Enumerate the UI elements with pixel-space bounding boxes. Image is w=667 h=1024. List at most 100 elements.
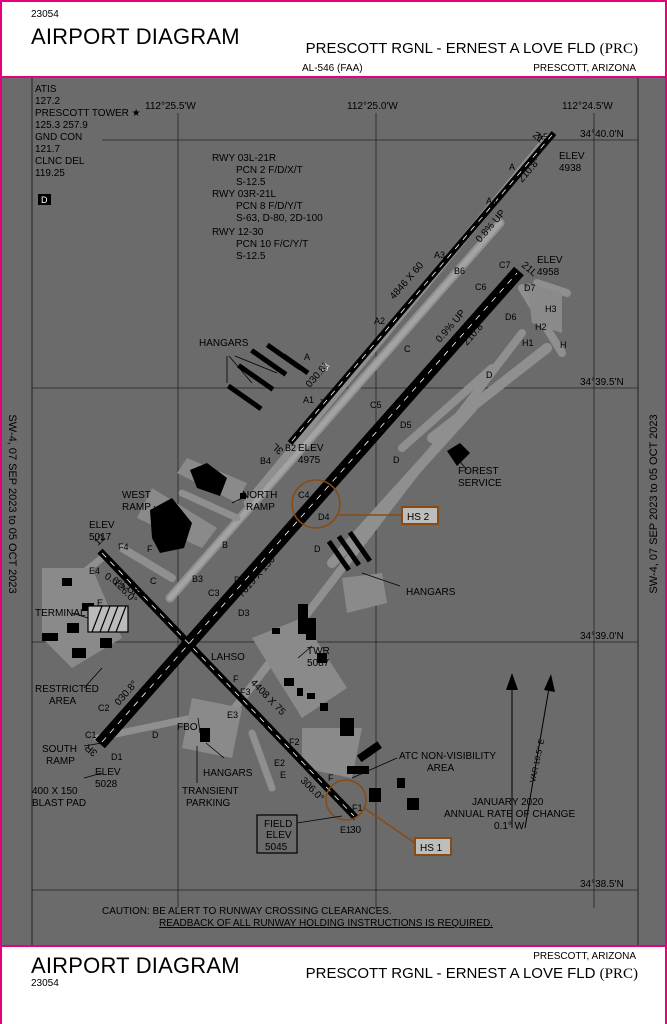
chart-header: 23054 AIRPORT DIAGRAM PRESCOTT RGNL - ER… xyxy=(2,2,665,78)
footer-chart-number: 23054 xyxy=(31,978,59,989)
twy-f2: F2 xyxy=(289,737,300,747)
rwy-30: 30 xyxy=(350,825,362,836)
label-west-ramp-1: WEST xyxy=(122,490,151,501)
twy-c-2: C xyxy=(150,576,157,586)
twy-b: B xyxy=(222,540,228,550)
elev-21l-1: ELEV xyxy=(537,255,563,266)
label-forest-1: FOREST xyxy=(458,466,499,477)
label-atc-2: AREA xyxy=(427,763,455,774)
hs2-label: HS 2 xyxy=(407,512,430,523)
elev-21r-1: ELEV xyxy=(559,151,585,162)
twy-h2: H2 xyxy=(535,322,547,332)
label-restricted-2: AREA xyxy=(49,696,77,707)
twy-c6: C6 xyxy=(475,282,487,292)
airport-diagram-svg: ✩ ATIS 127.2 PRESCOTT TOWER ★ 125.3 257.… xyxy=(31,78,639,945)
rwy-info-8: S-12.5 xyxy=(236,251,266,262)
twy-f: F xyxy=(147,544,153,554)
twy-e1: E1 xyxy=(340,825,351,835)
freq-5: 121.7 xyxy=(35,144,60,155)
elev-21l-2: 4958 xyxy=(537,267,560,278)
rwy-info-2: S-12.5 xyxy=(236,177,266,188)
side-note-left: SW-4, 07 SEP 2023 to 05 OCT 2023 xyxy=(6,414,18,594)
rwy-info-5: S-63, D-80, 2D-100 xyxy=(236,213,323,224)
label-south-ramp-2: RAMP xyxy=(46,756,75,767)
map-text: ATIS 127.2 PRESCOTT TOWER ★ 125.3 257.9 … xyxy=(32,84,624,929)
twy-d: D xyxy=(393,455,400,465)
twy-d-4: D xyxy=(152,730,159,740)
twy-b6: B6 xyxy=(454,266,465,276)
twy-f1: F1 xyxy=(352,803,363,813)
rwy-info-4: PCN 8 F/D/Y/T xyxy=(236,201,303,212)
leader-lines xyxy=(71,355,468,824)
rate-change-3: 0.1° W xyxy=(494,821,525,832)
label-transient-1: TRANSIENT xyxy=(182,786,239,797)
lat-2: 34°39.5'N xyxy=(580,377,624,388)
field-elev-1: FIELD xyxy=(264,819,292,830)
elev-21r-2: 4938 xyxy=(559,163,582,174)
d-badge: D xyxy=(41,195,48,205)
twy-e-2: E xyxy=(280,770,286,780)
twy-c1: C1 xyxy=(85,730,97,740)
lon-mid: 112°25.0'W xyxy=(347,101,398,112)
side-note-right: SW-4, 07 SEP 2023 to 05 OCT 2023 xyxy=(648,414,660,594)
rwy-info-6: RWY 12-30 xyxy=(212,227,264,238)
caution-2: READBACK OF ALL RUNWAY HOLDING INSTRUCTI… xyxy=(159,918,493,929)
twy-f-3: F xyxy=(328,773,334,783)
rate-change-1: JANUARY 2020 xyxy=(472,797,544,808)
label-blast-pad-1: 400 X 150 xyxy=(32,786,78,797)
lat-4: 34°38.5'N xyxy=(580,879,624,890)
twy-c4: C4 xyxy=(298,490,310,500)
twy-c5: C5 xyxy=(370,400,382,410)
twy-a5: A5 xyxy=(537,132,548,142)
rate-change-2: ANNUAL RATE OF CHANGE xyxy=(444,809,575,820)
terminal-building xyxy=(87,605,129,633)
lat-1: 34°40.0'N xyxy=(580,129,624,140)
twy-d3: D3 xyxy=(238,608,250,618)
twy-t: T xyxy=(320,398,326,408)
doc-id: AL-546 (FAA) xyxy=(302,63,363,74)
hotspot-1-circle xyxy=(325,779,367,821)
chart-footer: PRESCOTT, ARIZONA AIRPORT DIAGRAM PRESCO… xyxy=(2,945,665,1024)
label-fbo: FBO xyxy=(177,722,198,733)
twy-d6: D6 xyxy=(505,312,517,322)
lon-left: 112°25.5'W xyxy=(145,101,196,112)
twy-d-2: D xyxy=(314,544,321,554)
runway-centerlines xyxy=(101,134,553,817)
footer-city: PRESCOTT, ARIZONA xyxy=(533,951,636,962)
airport-identifier: (PRC) xyxy=(599,41,638,57)
twy-e4: E4 xyxy=(89,566,100,576)
elev-12-2: 5017 xyxy=(89,532,112,543)
footer-airport-name: PRESCOTT RGNL - ERNEST A LOVE FLD xyxy=(305,965,596,982)
twy-b2: B2 xyxy=(285,443,296,453)
graticule xyxy=(31,78,639,945)
lon-right: 112°24.5'W xyxy=(562,101,613,112)
hotspot-boxes xyxy=(401,506,452,856)
twy-h1: H1 xyxy=(522,338,534,348)
d-badge-box xyxy=(38,194,51,205)
label-restricted-1: RESTRICTED xyxy=(35,684,99,695)
twy-a3: A3 xyxy=(434,250,445,260)
chart-title: AIRPORT DIAGRAM xyxy=(31,24,240,49)
twy-c7: C7 xyxy=(499,260,511,270)
field-elev-3: 5045 xyxy=(265,842,288,853)
hs1-label: HS 1 xyxy=(420,843,443,854)
var-label: VAR 10.5° E xyxy=(528,738,546,783)
field-elevation-box: FIELD ELEV 5045 xyxy=(256,814,298,854)
hdg-3l: 030.8° xyxy=(304,361,331,390)
label-hangars-s: HANGARS xyxy=(203,768,253,779)
runway-3l-21r xyxy=(287,131,557,445)
freq-4: GND CON xyxy=(35,132,82,143)
label-north-ramp-1: NORTH xyxy=(242,490,277,501)
twy-d-3: D xyxy=(486,370,493,380)
label-lahso: LAHSO xyxy=(211,652,245,663)
twy-b3: B3 xyxy=(192,574,203,584)
hotspots xyxy=(291,479,416,844)
rwy-info-3: RWY 03R-21L xyxy=(212,189,277,200)
twy-a1: A1 xyxy=(303,395,314,405)
twy-e: E xyxy=(97,598,103,608)
header-city: PRESCOTT, ARIZONA xyxy=(533,63,636,74)
label-forest-2: SERVICE xyxy=(458,478,502,489)
rwy-info-7: PCN 10 F/C/Y/T xyxy=(236,239,308,250)
twy-d2: D2 xyxy=(234,575,246,585)
label-west-ramp-2: RAMP xyxy=(122,502,151,513)
